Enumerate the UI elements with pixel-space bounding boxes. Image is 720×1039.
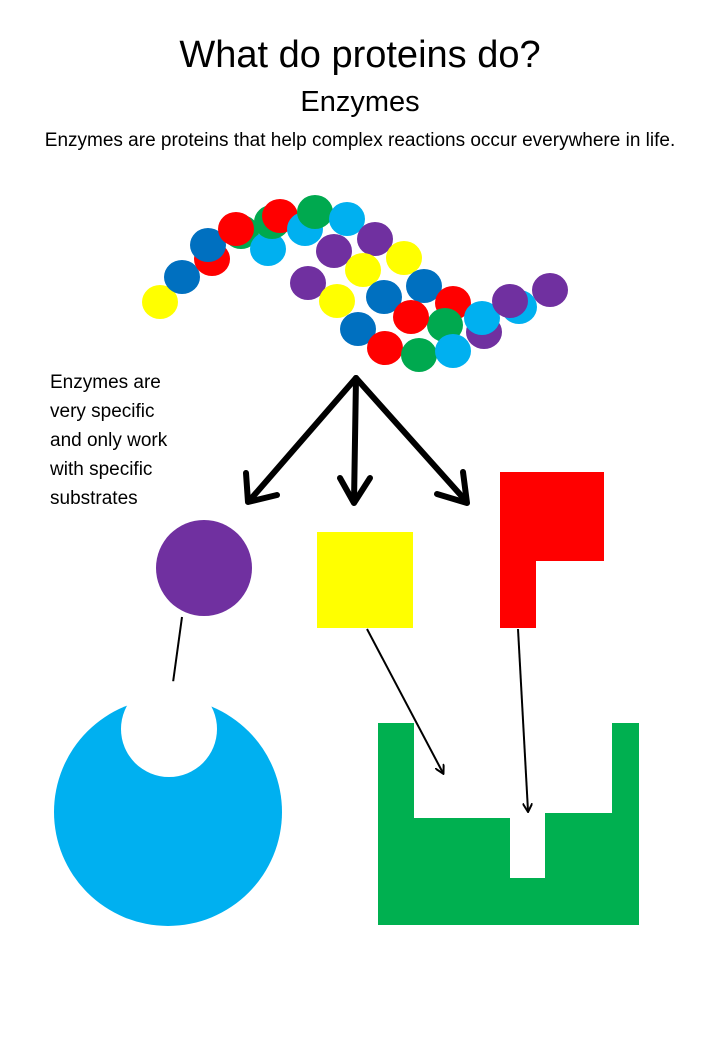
amino-acid-bead (297, 195, 333, 229)
arrow-square-to-pocket (366, 628, 443, 773)
page-subtitle: Enzymes (300, 86, 420, 118)
amino-acid-bead (218, 212, 254, 246)
amino-acid-bead (329, 202, 365, 236)
branch-arrows (243, 375, 470, 506)
amino-acid-bead (427, 308, 463, 342)
amino-acid-bead (401, 338, 437, 372)
amino-acid-bead (142, 285, 178, 319)
arrow-to-square (337, 375, 373, 506)
amino-acid-bead (492, 284, 528, 318)
circle-substrate (156, 520, 252, 616)
amino-acid-bead (386, 241, 422, 275)
protein-chain (142, 195, 568, 372)
amino-acid-bead (393, 300, 429, 334)
page-title: What do proteins do? (179, 34, 541, 76)
amino-acid-bead (367, 331, 403, 365)
amino-acid-bead (357, 222, 393, 256)
amino-acid-bead (406, 269, 442, 303)
specificity-note-line: and only work (50, 430, 168, 451)
amino-acid-bead (464, 301, 500, 335)
amino-acid-bead (316, 234, 352, 268)
intro-text: Enzymes are proteins that help complex r… (44, 130, 676, 151)
amino-acid-bead (319, 284, 355, 318)
specificity-note: Enzymes are very specific and only work … (50, 368, 210, 513)
circle-enzyme (54, 681, 282, 926)
amino-acid-bead (366, 280, 402, 314)
block-enzyme (378, 723, 639, 925)
arrow-to-l-shape (353, 375, 470, 506)
specificity-note-line: substrates (50, 488, 138, 509)
amino-acid-bead (532, 273, 568, 307)
square-substrate (317, 532, 413, 628)
amino-acid-bead (190, 228, 226, 262)
amino-acid-bead (435, 334, 471, 368)
arrow-to-circle (243, 375, 359, 505)
arrow-l-to-pocket (517, 628, 528, 811)
l-shape-substrate (500, 472, 604, 628)
amino-acid-bead (345, 253, 381, 287)
circle-enzyme-active-site (121, 681, 217, 777)
specificity-note-line: with specific (50, 459, 153, 480)
amino-acid-bead (340, 312, 376, 346)
amino-acid-bead (250, 232, 286, 266)
specificity-note-line: very specific (50, 401, 155, 422)
amino-acid-bead (290, 266, 326, 300)
amino-acid-bead (164, 260, 200, 294)
specificity-note-line: Enzymes are (50, 372, 161, 393)
